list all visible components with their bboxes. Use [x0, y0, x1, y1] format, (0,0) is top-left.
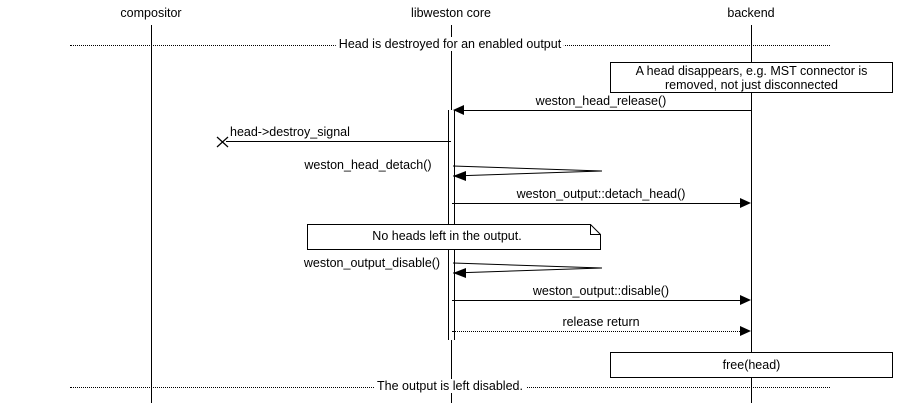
message-line-weston-output-detach-head: [452, 203, 744, 204]
message-label-release-return: release return: [562, 315, 640, 329]
lifeline-line-backend: [751, 25, 752, 403]
message-label-weston-head-detach: weston_head_detach(): [304, 158, 432, 172]
note-free-head: free(head): [610, 352, 893, 378]
arrowhead-weston-output-disable: [740, 295, 751, 305]
self-message-weston-head-detach: [451, 158, 611, 189]
arrowhead-weston-output-detach-head: [740, 198, 751, 208]
message-line-weston-output-disable: [452, 300, 744, 301]
arrowhead-weston-head-release: [453, 105, 464, 115]
message-label-weston-head-release: weston_head_release(): [535, 94, 667, 108]
message-label-weston-output-disable-self: weston_output_disable(): [303, 256, 441, 270]
arrowhead-release-return: [740, 326, 751, 336]
divider-bottom: The output is left disabled.: [0, 379, 900, 393]
self-message-weston-output-disable: [451, 255, 611, 286]
lifeline-header-compositor: compositor: [120, 6, 182, 20]
lifeline-header-backend: backend: [727, 6, 775, 20]
message-label-head-destroy-signal: head->destroy_signal: [230, 125, 350, 139]
lost-message-x-icon: [215, 134, 231, 153]
message-label-weston-output-disable: weston_output::disable(): [532, 284, 670, 298]
message-line-release-return: [452, 331, 744, 332]
divider-bottom-label: The output is left disabled.: [374, 379, 526, 393]
note-no-heads-left-text: No heads left in the output.: [372, 229, 522, 243]
note-head-disappears: A head disappears, e.g. MST connector is…: [610, 62, 893, 93]
lifeline-line-compositor: [151, 25, 152, 403]
divider-top: Head is destroyed for an enabled output: [0, 37, 900, 51]
divider-top-label: Head is destroyed for an enabled output: [335, 37, 565, 51]
note-free-head-text: free(head): [722, 358, 781, 372]
message-label-weston-output-detach-head: weston_output::detach_head(): [516, 187, 686, 201]
note-head-disappears-text: A head disappears, e.g. MST connector is…: [635, 63, 868, 92]
note-no-heads-left: [307, 224, 602, 253]
lifeline-header-libweston-core: libweston core: [411, 6, 491, 20]
message-line-weston-head-release: [455, 110, 751, 111]
message-line-head-destroy-signal: [226, 141, 451, 142]
